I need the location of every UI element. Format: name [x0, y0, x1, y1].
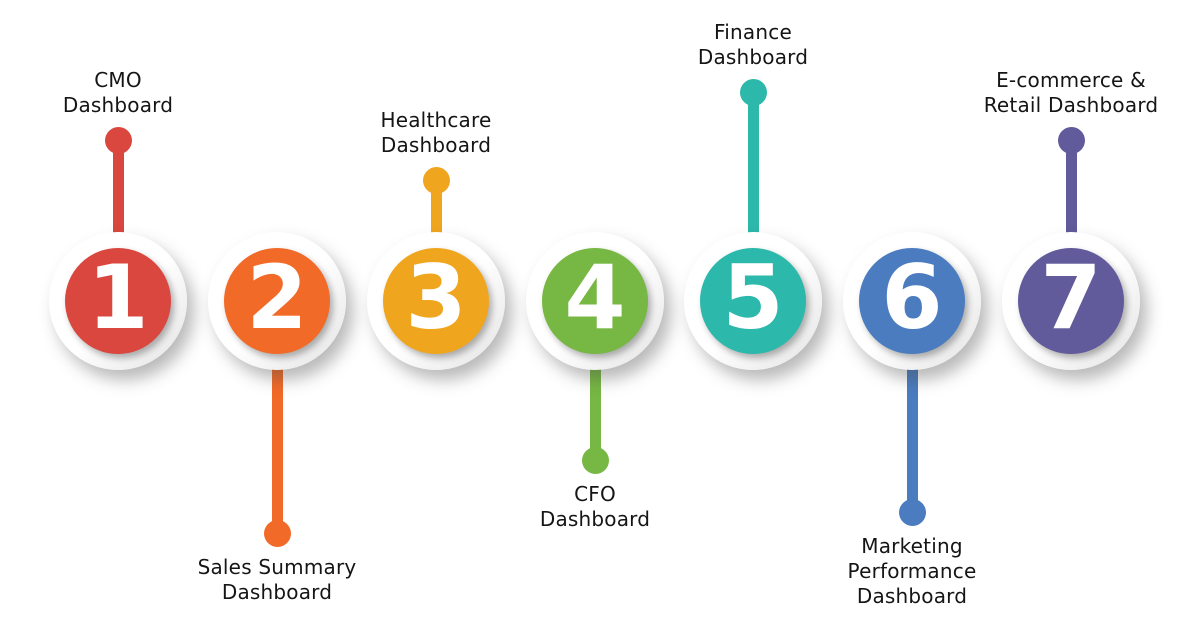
connector-dot [739, 78, 767, 106]
step-label-line: Dashboard [62, 93, 174, 117]
step-circle-fill: 4 [542, 248, 648, 354]
connector-dot [104, 126, 132, 154]
step-number: 4 [564, 246, 626, 349]
step-label-line: Dashboard [856, 584, 968, 608]
connector-line [747, 92, 759, 238]
step-number: 7 [1040, 246, 1102, 349]
connector-line [430, 180, 442, 238]
step-number: 1 [87, 246, 149, 349]
step-label-line: Dashboard [221, 580, 333, 604]
step-label-line: CFO [574, 482, 616, 506]
step-circle: 1 [49, 232, 187, 370]
step-label-line: Dashboard [380, 133, 492, 157]
connector-dot [898, 498, 926, 526]
connector-line [1065, 140, 1077, 238]
step-circle-fill: 6 [859, 248, 965, 354]
step-label-line: E-commerce & [996, 68, 1146, 92]
step-circle-fill: 3 [383, 248, 489, 354]
step-circle: 7 [1002, 232, 1140, 370]
connector-dot [422, 166, 450, 194]
step-label-line: Marketing [861, 534, 963, 558]
step-circle: 6 [843, 232, 981, 370]
connector-dot [263, 519, 291, 547]
step-label-line: Finance [714, 20, 792, 44]
step-number: 6 [881, 246, 943, 349]
step-label-line: Healthcare [380, 108, 492, 132]
step-label-line: Dashboard [697, 45, 809, 69]
step-circle-fill: 7 [1018, 248, 1124, 354]
step-label-line: Performance [847, 559, 977, 583]
step-number: 3 [405, 246, 467, 349]
step-circle-fill: 5 [700, 248, 806, 354]
step-circle-fill: 1 [65, 248, 171, 354]
step-circle: 3 [367, 232, 505, 370]
step-circle: 4 [526, 232, 664, 370]
step-number: 2 [246, 246, 308, 349]
connector-line [906, 364, 918, 512]
connector-line [112, 140, 124, 238]
step-label-line: Sales Summary [197, 555, 357, 579]
connector-dot [581, 446, 609, 474]
step-label-line: Dashboard [539, 507, 651, 531]
connector-dot [1057, 126, 1085, 154]
step-circle-fill: 2 [224, 248, 330, 354]
step-circle: 2 [208, 232, 346, 370]
step-circle: 5 [684, 232, 822, 370]
step-number: 5 [722, 246, 784, 349]
step-label-line: CMO [94, 68, 142, 92]
step-label-line: Retail Dashboard [983, 93, 1159, 117]
connector-line [589, 364, 601, 460]
step-label: E-commerce &Retail Dashboard [956, 68, 1186, 118]
connector-line [271, 364, 283, 533]
